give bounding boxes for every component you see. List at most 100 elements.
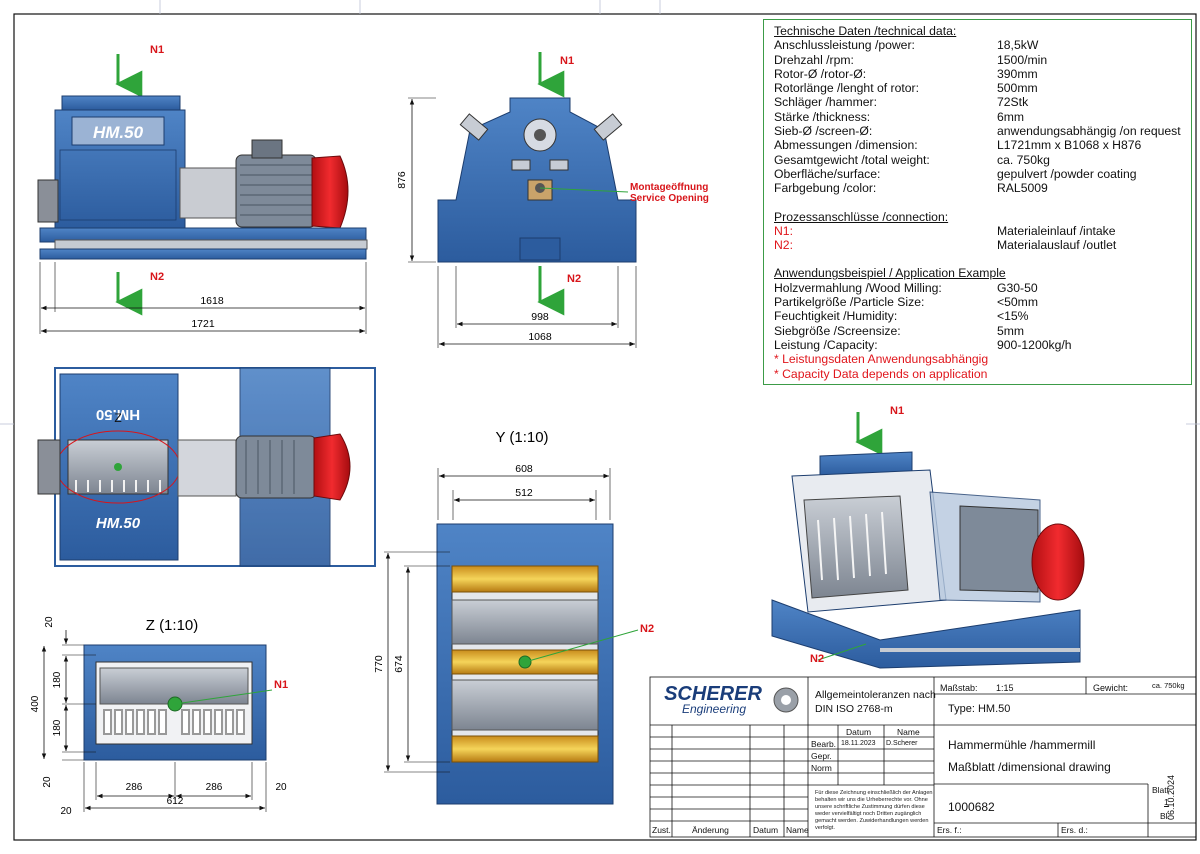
n1-label-side: N1 xyxy=(560,55,574,67)
technical-data-panel: Technische Daten /technical data: Anschl… xyxy=(763,19,1192,385)
spec-key: N2: xyxy=(774,238,793,253)
dim-770: 770 xyxy=(373,655,385,673)
tolerance-line-1: Allgemeintoleranzen nach xyxy=(815,689,936,701)
spec-key: Rotor-Ø /rotor-Ø: xyxy=(774,66,867,81)
application-heading: Anwendungsbeispiel / Application Example xyxy=(774,266,1006,281)
n2-label-y: N2 xyxy=(640,623,654,635)
company-logo: SCHERER Engineering xyxy=(664,683,799,716)
spec-value: 18,5kW xyxy=(997,38,1039,53)
motor-fan-cover-front xyxy=(311,155,349,229)
spec-row: Stärke /thickness: 6mm xyxy=(774,110,1191,124)
spec-key: Rotorlänge /lenght of rotor: xyxy=(774,81,919,96)
service-opening-label-en: Service Opening xyxy=(630,193,709,204)
iso-motor-body xyxy=(959,505,1039,593)
n1-label-iso: N1 xyxy=(890,405,904,417)
spec-key: Drehzahl /rpm: xyxy=(774,52,854,67)
dim-998: 998 xyxy=(531,311,549,323)
y-view-title: Y (1:10) xyxy=(495,429,548,446)
application-note-de: * Leistungsdaten Anwendungsabhängig xyxy=(774,352,989,367)
dim-608: 608 xyxy=(515,463,533,475)
spec-value: 900-1200kg/h xyxy=(997,337,1072,352)
spec-key: Leistung /Capacity: xyxy=(774,337,878,352)
n2-label-iso: N2 xyxy=(810,653,824,665)
top-view: HM.50 Z HM.50 xyxy=(37,367,376,567)
spec-key: Oberfläche/surface: xyxy=(774,166,881,181)
service-opening-label-de: Montageöffnung xyxy=(630,182,708,193)
drawing-number: 1000682 xyxy=(948,800,995,814)
spec-row: Anschlussleistung /power:18,5kW xyxy=(774,38,1191,52)
drawing-title-1: Hammermühle /hammermill xyxy=(948,738,1096,752)
spec-value: <15% xyxy=(997,309,1029,324)
spec-key: Stärke /thickness: xyxy=(774,109,871,124)
spec-row: Feuchtigkeit /Humidity: <15% xyxy=(774,309,1191,323)
title-block-grid xyxy=(649,676,1197,838)
spec-value: Materialeinlauf /intake xyxy=(997,223,1116,238)
technical-heading: Technische Daten /technical data: xyxy=(774,24,957,38)
z-view-marker: Z xyxy=(114,411,121,425)
col-name-rev: Name xyxy=(786,825,809,835)
dim-400: 400 xyxy=(30,695,41,712)
motor-body-front xyxy=(235,154,317,228)
spec-value: RAL5009 xyxy=(997,181,1048,196)
iso-motor-fan xyxy=(1031,523,1085,601)
ers-d-label: Ers. d.: xyxy=(1061,825,1088,835)
spec-row: Rotor-Ø /rotor-Ø:390mm xyxy=(774,67,1191,81)
svg-text:SCHERER: SCHERER xyxy=(664,683,762,705)
type-label: Type: HM.50 xyxy=(948,703,1011,715)
dim-286-right: 286 xyxy=(206,782,223,793)
y-view: Y (1:10) 608 512 N2 770 674 xyxy=(373,429,654,805)
dim-1068: 1068 xyxy=(528,331,552,343)
sheet-of: Bl. xyxy=(1160,811,1170,821)
application-note-en: * Capacity Data depends on application xyxy=(774,366,988,381)
front-view: N1 HM.50 N2 1618 1721 xyxy=(37,44,368,334)
spec-value: 1500/min xyxy=(997,52,1048,67)
dim-876: 876 xyxy=(396,171,408,189)
motor-body-top xyxy=(235,435,317,499)
spec-row: Holzvermahlung /Wood Milling:G30-50 xyxy=(774,281,1191,295)
spec-value: anwendungsabhängig /on request xyxy=(997,124,1181,139)
n1-label-z: N1 xyxy=(274,679,288,691)
col-date: Datum xyxy=(846,727,872,737)
spec-key: Feuchtigkeit /Humidity: xyxy=(774,309,898,324)
n2-label-side: N2 xyxy=(567,273,581,285)
spec-value: 500mm xyxy=(997,81,1038,96)
spec-key: Partikelgröße /Particle Size: xyxy=(774,295,925,310)
svg-text:HM.50: HM.50 xyxy=(96,515,141,532)
n1-label-front: N1 xyxy=(150,44,164,56)
dim-180-top: 180 xyxy=(52,671,63,688)
spec-value: G30-50 xyxy=(997,280,1038,295)
norm-label: Norm xyxy=(811,763,832,773)
housing-logo-mirrored: HM.50 xyxy=(96,406,140,423)
dim-674: 674 xyxy=(393,655,405,673)
connection-heading: Prozessanschlüsse /connection: xyxy=(774,209,949,224)
bearb-label: Bearb. xyxy=(811,739,837,749)
spec-row: Farbgebung /color: RAL5009 xyxy=(774,181,1191,195)
dim-512: 512 xyxy=(515,487,533,499)
spec-value: ca. 750kg xyxy=(997,152,1050,167)
housing-logo: HM.50 xyxy=(93,123,144,142)
spec-key: Gesamtgewicht /total weight: xyxy=(774,152,930,167)
spec-key: Siebgröße /Screensize: xyxy=(774,323,901,338)
scale-value: 1:15 xyxy=(996,683,1014,693)
spec-key: Schläger /hammer: xyxy=(774,95,877,110)
dim-20-right: 20 xyxy=(275,782,287,793)
dim-612: 612 xyxy=(167,796,184,807)
spec-value: 6mm xyxy=(997,109,1025,124)
spec-key: Farbgebung /color: xyxy=(774,181,877,196)
scale-label: Maßstab: xyxy=(940,683,978,693)
ers-f-label: Ers. f.: xyxy=(937,825,962,835)
spec-value: 5mm xyxy=(997,323,1025,338)
col-datum: Datum xyxy=(753,825,779,835)
col-name: Name xyxy=(897,727,920,737)
spec-key: Abmessungen /dimension: xyxy=(774,138,918,153)
drawing-title-2: Maßblatt /dimensional drawing xyxy=(948,760,1111,774)
col-zust: Zust. xyxy=(652,825,671,835)
weight-label: Gewicht: xyxy=(1093,683,1129,693)
spec-value: <50mm xyxy=(997,295,1038,310)
spec-key: Sieb-Ø /screen-Ø: xyxy=(774,124,873,139)
spec-value: gepulvert /powder coating xyxy=(997,166,1137,181)
tolerance-line-2: DIN ISO 2768-m xyxy=(815,703,893,715)
dim-20-bottom: 20 xyxy=(42,776,53,788)
frame-zone-ticks xyxy=(0,0,1200,425)
